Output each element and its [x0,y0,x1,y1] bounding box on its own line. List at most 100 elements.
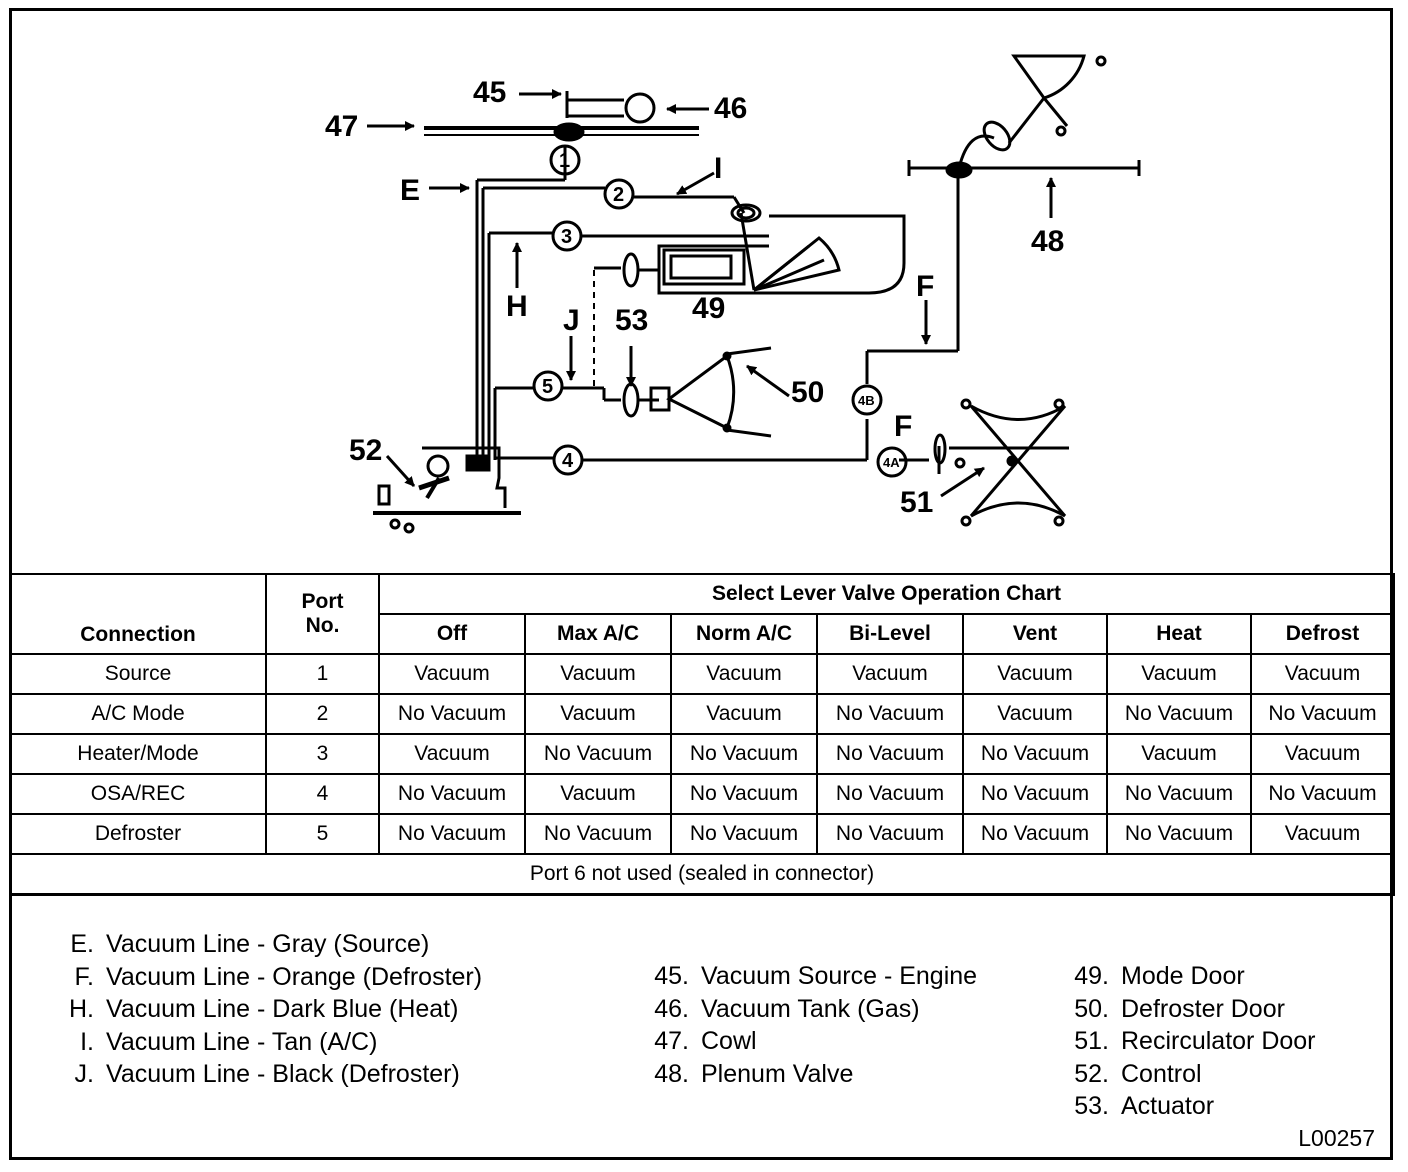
table-row: Heater/Mode 3 Vacuum No Vacuum No Vacuum… [9,733,1395,775]
legend-item: I.Vacuum Line - Tan (A/C) [80,1027,378,1056]
value-cell: Vacuum [378,653,526,695]
value-cell: No Vacuum [1250,693,1395,735]
value-cell: Vacuum [524,693,672,735]
line-e-source [475,146,567,460]
port-cell: 3 [265,733,380,775]
legend: E.Vacuum Line - Gray (Source) F.Vacuum L… [9,920,1393,1160]
label-45: 45 [473,76,506,109]
label-47: 47 [325,110,358,143]
header-mode-bi-level: Bi-Level [816,613,964,655]
port-4a-label: 4A [883,455,900,470]
value-cell: Vacuum [670,653,818,695]
label-F-bottom: F [894,410,912,443]
value-cell: Vacuum [1250,733,1395,775]
chart-body: Source 1 Vacuum Vacuum Vacuum Vacuum Vac… [9,653,1395,896]
valve-operation-chart: Connection Port No. Select Lever Valve O… [9,573,1395,896]
value-cell: Vacuum [670,693,818,735]
label-J: J [563,304,580,337]
table-row: A/C Mode 2 No Vacuum Vacuum Vacuum No Va… [9,693,1395,735]
value-cell: No Vacuum [1250,773,1395,815]
header-connection: Connection [9,573,267,655]
port-cell: 1 [265,653,380,695]
value-cell: No Vacuum [524,733,672,775]
legend-item: 51.Recirculator Door [1074,1027,1316,1055]
legend-column-lines: E.Vacuum Line - Gray (Source) F.Vacuum L… [54,928,482,1091]
port-cell: 2 [265,693,380,735]
legend-item: 45.Vacuum Source - Engine [654,962,978,990]
control-assembly [373,446,521,534]
label-52: 52 [349,434,382,467]
port-cell: 5 [265,813,380,855]
port-5-circle [532,370,564,402]
label-53: 53 [615,304,648,337]
arrow-I [676,171,715,196]
port-3-label: 3 [561,226,572,248]
legend-item: F.Vacuum Line - Orange (Defroster) [74,962,483,991]
value-cell: No Vacuum [524,813,672,855]
port-2-circle [603,178,635,210]
arrow-50 [746,364,790,398]
label-51: 51 [900,486,933,519]
legend-item: 52.Control [1074,1059,1202,1088]
header-mode-norm-ac: Norm A/C [670,613,818,655]
value-cell: No Vacuum [1106,773,1252,815]
label-F-top: F [916,270,934,303]
value-cell: Vacuum [1250,813,1395,855]
port-4-label: 4 [562,450,574,472]
plenum-valve [907,54,1141,179]
value-cell: No Vacuum [670,813,818,855]
value-cell: Vacuum [378,733,526,775]
recirculator-door [899,398,1069,527]
value-cell: No Vacuum [816,693,964,735]
port-5-label: 5 [542,376,553,398]
value-cell: No Vacuum [1106,693,1252,735]
label-H: H [506,290,528,323]
legend-item: 47.Cowl [654,1027,757,1055]
connection-cell: Heater/Mode [9,733,267,775]
arrow-51 [940,466,985,498]
legend-item: J.Vacuum Line - Black (Defroster) [74,1060,460,1088]
legend-column-doors: 49.Mode Door 50.Defroster Door 51.Recirc… [1059,960,1316,1123]
legend-item: 48.Plenum Valve [654,1059,854,1088]
value-cell: No Vacuum [962,773,1108,815]
port-4b-circle [851,384,883,416]
port-2-label: 2 [613,184,624,206]
chart-title: Select Lever Valve Operation Chart [378,573,1395,615]
figure-id: L00257 [1298,1125,1375,1151]
cowl-line [424,122,699,142]
defroster-door [649,346,772,438]
legend-item: 46.Vacuum Tank (Gas) [654,994,920,1023]
value-cell: No Vacuum [1106,813,1252,855]
label-I: I [714,152,722,185]
port-1-circle [549,144,581,176]
value-cell: No Vacuum [816,733,964,775]
header-mode-max-ac: Max A/C [524,613,672,655]
legend-item: 50.Defroster Door [1074,994,1285,1023]
arrow-52 [385,454,416,488]
value-cell: No Vacuum [816,813,964,855]
label-50: 50 [791,376,824,409]
line-h-heat [489,231,769,238]
header-mode-heat: Heat [1106,613,1252,655]
port-4-circle [552,444,584,476]
value-cell: Vacuum [962,653,1108,695]
value-cell: Vacuum [524,773,672,815]
value-cell: Vacuum [1250,653,1395,695]
label-46: 46 [714,92,747,125]
legend-item: H.Vacuum Line - Dark Blue (Heat) [69,995,459,1023]
line-f-defroster [865,173,960,384]
line-port-5 [495,382,659,418]
label-E: E [400,174,420,207]
value-cell: Vacuum [816,653,964,695]
port-cell: 4 [265,773,380,815]
legend-item: 53.Actuator [1074,1092,1215,1120]
label-48: 48 [1031,225,1064,258]
port-4a-circle [876,446,908,478]
header-port: Port No. [265,573,380,655]
legend-item: 49.Mode Door [1074,962,1245,990]
header-mode-vent: Vent [962,613,1108,655]
value-cell: No Vacuum [378,773,526,815]
connection-cell: Defroster [9,813,267,855]
mode-door-housing [657,203,906,295]
vacuum-diagram: 45 46 47 E I H J 53 49 50 48 F F 51 52 1… [325,54,1141,534]
